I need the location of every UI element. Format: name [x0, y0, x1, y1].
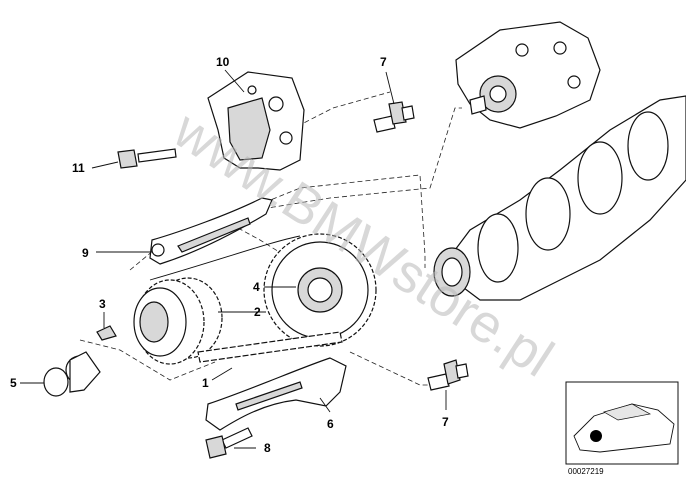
callout-5: 5	[10, 376, 17, 390]
callout-8: 8	[264, 441, 271, 455]
injection-pump	[455, 21, 601, 129]
chain-tensioner-bracket	[207, 71, 305, 171]
crankshaft	[433, 95, 686, 301]
callout-9: 9	[82, 246, 89, 260]
callout-4: 4	[253, 280, 260, 294]
location-marker-icon	[590, 430, 602, 442]
callout-7-top: 7	[380, 55, 387, 69]
woodruff-key	[96, 325, 117, 341]
bolt-part-11	[117, 148, 177, 169]
double-sprocket	[133, 277, 223, 365]
callout-7-bottom: 7	[442, 415, 449, 429]
leader-lines	[20, 69, 447, 449]
callout-1: 1	[202, 376, 209, 390]
callout-10: 10	[216, 55, 230, 69]
stud-part-7-top	[373, 101, 415, 133]
tensioner-rail	[205, 357, 347, 431]
vehicle-thumbnail: 00027219	[565, 381, 679, 476]
callout-2: 2	[254, 305, 261, 319]
callout-3: 3	[99, 297, 106, 311]
callout-6: 6	[327, 417, 334, 431]
large-sprocket	[263, 233, 377, 347]
bolt-part-8	[205, 427, 253, 459]
callout-11: 11	[72, 161, 85, 175]
bushing	[43, 351, 101, 397]
callout-labels: 10 11 7 9 4 2 3 5 1 6 8 7	[10, 55, 449, 455]
stud-part-7-bottom	[427, 359, 469, 391]
chain-guide-rail	[149, 197, 273, 265]
timing-chain	[149, 235, 343, 363]
thumbnail-ref-number: 00027219	[568, 467, 604, 476]
